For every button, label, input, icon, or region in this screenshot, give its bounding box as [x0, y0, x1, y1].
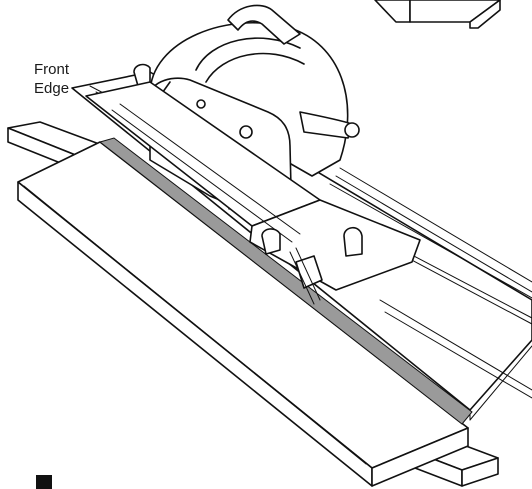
top-right-block [374, 0, 501, 29]
page-marker [36, 475, 52, 489]
workpiece-board [17, 137, 473, 487]
rail-anti-chip-lines [111, 103, 301, 243]
circular-saw [85, 4, 421, 305]
front-edge-label-line1: Front [34, 61, 70, 78]
front-edge-label-line2: Edge [34, 80, 70, 97]
edge-strip [98, 137, 473, 425]
